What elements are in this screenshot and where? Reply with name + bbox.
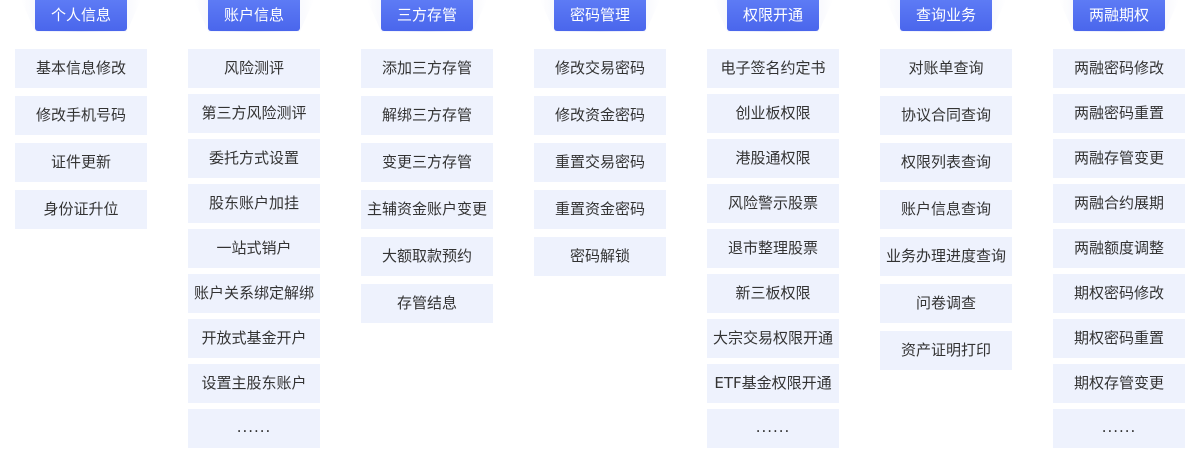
tab-account-info[interactable]: 账户信息 xyxy=(208,0,300,31)
service-item[interactable]: 重置交易密码 xyxy=(534,143,666,182)
service-item[interactable]: 期权密码修改 xyxy=(1053,274,1185,313)
service-item[interactable]: 两融额度调整 xyxy=(1053,229,1185,268)
service-item[interactable]: 对账单查询 xyxy=(880,49,1012,88)
tab-third-party-custody[interactable]: 三方存管 xyxy=(381,0,473,31)
service-item[interactable]: 股东账户加挂 xyxy=(188,184,320,223)
service-item[interactable]: 期权密码重置 xyxy=(1053,319,1185,358)
column-password-management: 密码管理修改交易密码修改资金密码重置交易密码重置资金密码密码解锁 xyxy=(534,0,666,461)
service-item[interactable]: 新三板权限 xyxy=(707,274,839,313)
column-personal-info: 个人信息基本信息修改修改手机号码证件更新身份证升位 xyxy=(15,0,147,461)
service-item[interactable]: 委托方式设置 xyxy=(188,139,320,178)
service-item[interactable]: 密码解锁 xyxy=(534,237,666,276)
service-item[interactable]: 风险测评 xyxy=(188,49,320,88)
service-item[interactable]: 主辅资金账户变更 xyxy=(361,190,493,229)
service-item[interactable]: 风险警示股票 xyxy=(707,184,839,223)
service-item[interactable]: 修改资金密码 xyxy=(534,96,666,135)
service-item[interactable]: 港股通权限 xyxy=(707,139,839,178)
service-item[interactable]: 资产证明打印 xyxy=(880,331,1012,370)
column-margin-options: 两融期权两融密码修改两融密码重置两融存管变更两融合约展期两融额度调整期权密码修改… xyxy=(1053,0,1185,461)
tab-personal-info[interactable]: 个人信息 xyxy=(35,0,127,31)
column-header: 个人信息 xyxy=(15,0,147,32)
service-item[interactable]: 电子签名约定书 xyxy=(707,49,839,88)
service-item[interactable]: 修改交易密码 xyxy=(534,49,666,88)
column-permission-opening: 权限开通电子签名约定书创业板权限港股通权限风险警示股票退市整理股票新三板权限大宗… xyxy=(707,0,839,461)
column-header: 查询业务 xyxy=(880,0,1012,32)
service-item[interactable]: 退市整理股票 xyxy=(707,229,839,268)
service-item[interactable]: 账户关系绑定解绑 xyxy=(188,274,320,313)
column-account-info: 账户信息风险测评第三方风险测评委托方式设置股东账户加挂一站式销户账户关系绑定解绑… xyxy=(188,0,320,461)
tab-password-management[interactable]: 密码管理 xyxy=(554,0,646,31)
service-item[interactable]: 两融存管变更 xyxy=(1053,139,1185,178)
tab-permission-opening[interactable]: 权限开通 xyxy=(727,0,819,31)
service-item[interactable]: 解绑三方存管 xyxy=(361,96,493,135)
tab-margin-options[interactable]: 两融期权 xyxy=(1073,0,1165,31)
service-item[interactable]: 添加三方存管 xyxy=(361,49,493,88)
service-item[interactable]: 修改手机号码 xyxy=(15,96,147,135)
service-item[interactable]: 开放式基金开户 xyxy=(188,319,320,358)
column-header: 密码管理 xyxy=(534,0,666,32)
tab-query-business[interactable]: 查询业务 xyxy=(900,0,992,31)
more-item[interactable]: ...... xyxy=(188,409,320,448)
service-item[interactable]: 期权存管变更 xyxy=(1053,364,1185,403)
service-item[interactable]: 基本信息修改 xyxy=(15,49,147,88)
service-item[interactable]: 设置主股东账户 xyxy=(188,364,320,403)
column-header: 三方存管 xyxy=(361,0,493,32)
service-item[interactable]: 两融合约展期 xyxy=(1053,184,1185,223)
service-item[interactable]: 重置资金密码 xyxy=(534,190,666,229)
service-item[interactable]: 大额取款预约 xyxy=(361,237,493,276)
column-header: 账户信息 xyxy=(188,0,320,32)
service-item[interactable]: 问卷调查 xyxy=(880,284,1012,323)
service-item[interactable]: 一站式销户 xyxy=(188,229,320,268)
service-item[interactable]: 创业板权限 xyxy=(707,94,839,133)
service-item[interactable]: 协议合同查询 xyxy=(880,96,1012,135)
column-query-business: 查询业务对账单查询协议合同查询权限列表查询账户信息查询业务办理进度查询问卷调查资… xyxy=(880,0,1012,461)
service-item[interactable]: 业务办理进度查询 xyxy=(880,237,1012,276)
service-item[interactable]: 大宗交易权限开通 xyxy=(707,319,839,358)
service-item[interactable]: 证件更新 xyxy=(15,143,147,182)
service-item[interactable]: 权限列表查询 xyxy=(880,143,1012,182)
service-item[interactable]: 两融密码重置 xyxy=(1053,94,1185,133)
service-item[interactable]: 账户信息查询 xyxy=(880,190,1012,229)
more-item[interactable]: ...... xyxy=(1053,409,1185,448)
column-header: 两融期权 xyxy=(1053,0,1185,32)
service-item[interactable]: ETF基金权限开通 xyxy=(707,364,839,403)
service-item[interactable]: 身份证升位 xyxy=(15,190,147,229)
service-item[interactable]: 第三方风险测评 xyxy=(188,94,320,133)
more-item[interactable]: ...... xyxy=(707,409,839,448)
column-header: 权限开通 xyxy=(707,0,839,32)
column-third-party-custody: 三方存管添加三方存管解绑三方存管变更三方存管主辅资金账户变更大额取款预约存管结息 xyxy=(361,0,493,461)
service-item[interactable]: 变更三方存管 xyxy=(361,143,493,182)
service-item[interactable]: 存管结息 xyxy=(361,284,493,323)
service-item[interactable]: 两融密码修改 xyxy=(1053,49,1185,88)
